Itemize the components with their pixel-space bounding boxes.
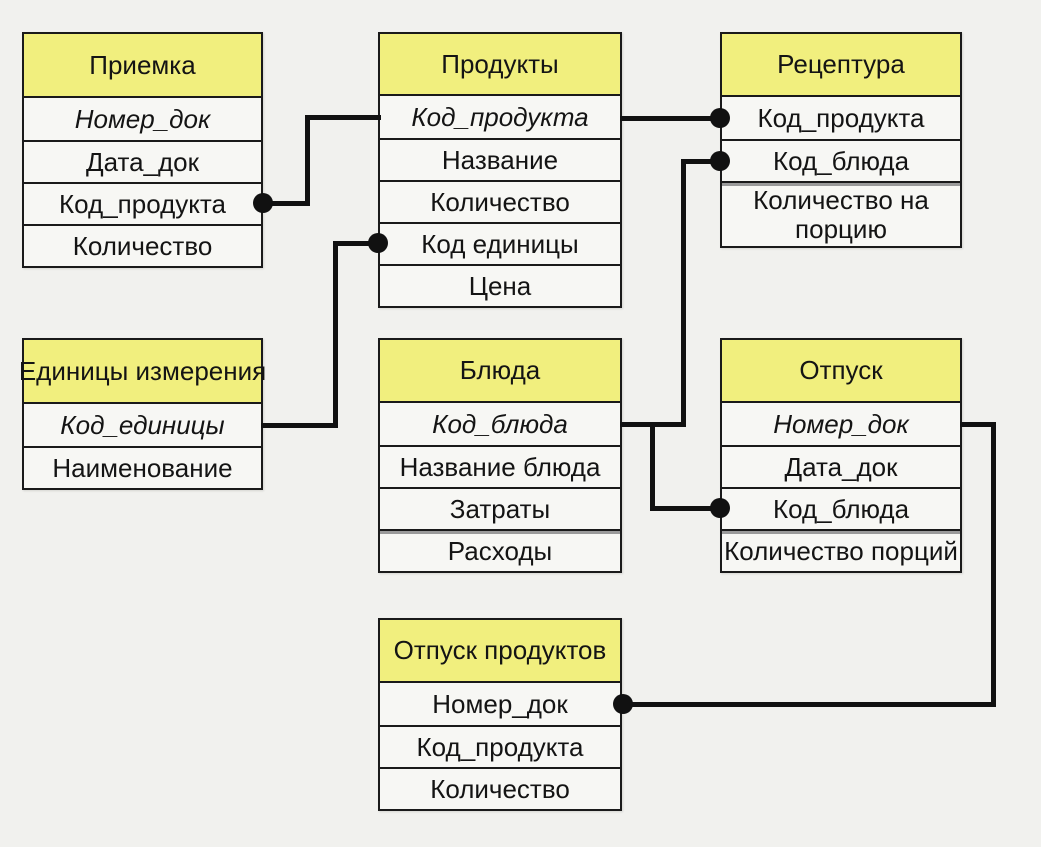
field-label: Код_блюда [772,145,910,176]
entity-header: Единицы измерения [19,340,266,404]
field-label: Код единицы [421,228,579,259]
field-row: Количество [380,767,620,809]
field-label: Код_единицы [60,409,225,440]
field-label: Название [441,144,559,175]
field-row: Код_продукта [24,182,261,224]
connector-blyuda-kod-blyuda-to-receptura [680,158,723,164]
field-label: Номер_док [773,408,909,439]
field-label: Количество порций [724,535,958,566]
entity-title: Блюда [459,355,541,385]
relationship-dot [253,193,273,213]
field-label: Количество [430,186,570,217]
connector-blyuda-kod-blyuda-to-receptura [680,158,686,427]
connector-otpusk-nomer-dok-to-otpusk-produktov [620,701,996,707]
entity-header: Рецептура [722,34,960,97]
field-row: Дата_док [722,445,960,487]
relationship-dot [368,233,388,253]
relationship-dot [710,498,730,518]
connector-priemka-kod-produkta-to-produkty [260,200,310,206]
field-row: Количество [380,180,620,222]
field-row: Код_продукта [380,725,620,767]
connector-priemka-kod-produkta-to-produkty [304,114,310,206]
field-label: Наименование [52,452,233,483]
field-label: Код_продукта [416,731,584,762]
relationship-dot [613,694,633,714]
field-label: Количество на порцию [753,185,929,244]
entity-title: Продукты [441,48,559,79]
field-label: Цена [468,270,532,301]
connector-edinicy-kod-edinicy-to-produkty [332,240,338,428]
entity-title: Отпуск [799,355,883,385]
relationship-dot [710,151,730,171]
field-row: Код_продукта [380,96,620,138]
field-row: Код_блюда [380,403,620,445]
field-label: Код_продукта [58,188,226,219]
field-row: Код_блюда [722,487,960,529]
field-label: Количество [72,230,213,261]
field-row: Расходы [380,529,620,571]
entity-header: Блюда [380,340,620,403]
field-row: Номер_док [722,403,960,445]
entity-title: Единицы измерения [18,355,267,386]
field-label: Дата_док [85,146,200,177]
field-row: Количество [24,224,261,266]
field-row: Название блюда [380,445,620,487]
field-row: Код_единицы [24,404,261,446]
connector-priemka-kod-produkta-to-produkty [304,114,381,120]
field-label: Код_продукта [757,102,925,133]
field-label: Дата_док [784,451,898,482]
field-row: Цена [380,264,620,306]
field-label: Номер_док [74,103,211,134]
connector-otpusk-nomer-dok-to-otpusk-produktov [959,421,996,427]
entity-header: Отпуск [722,340,960,403]
connector-edinicy-kod-edinicy-to-produkty [260,422,338,428]
field-row: Номер_док [24,98,261,140]
connector-produkty-kod-produkta-to-receptura [619,115,723,121]
entity-header: Продукты [380,34,620,96]
field-row: Наименование [24,446,261,488]
field-label: Код_продукта [411,101,589,132]
field-label: Код_блюда [432,408,568,439]
field-label: Номер_док [432,688,568,719]
field-row: Код_блюда [722,139,960,181]
field-row: Название [380,138,620,180]
entity-header: Отпуск продуктов [380,620,620,683]
field-label: Затраты [449,493,551,524]
relationship-dot [710,108,730,128]
field-row: Код_продукта [722,97,960,139]
field-label: Расходы [447,535,553,566]
field-label: Количество [430,773,570,804]
entity-title: Приемка [89,49,196,80]
field-label: Название блюда [399,451,601,482]
field-row: Затраты [380,487,620,529]
entity-header: Приемка [24,34,261,98]
field-row: Дата_док [24,140,261,182]
field-row: Количество порций [722,529,960,571]
connector-otpusk-nomer-dok-to-otpusk-produktov [990,421,996,707]
field-label: Код_блюда [772,493,910,524]
entity-title: Рецептура [777,49,905,79]
entity-title: Отпуск продуктов [393,635,607,665]
connector-blyuda-kod-blyuda-to-otpusk [649,505,723,511]
connector-blyuda-kod-blyuda-to-otpusk [649,421,655,511]
field-row: Количество на порцию [722,181,960,246]
field-row: Номер_док [380,683,620,725]
connector-edinicy-kod-edinicy-to-produkty [332,240,381,246]
field-row: Код единицы [380,222,620,264]
